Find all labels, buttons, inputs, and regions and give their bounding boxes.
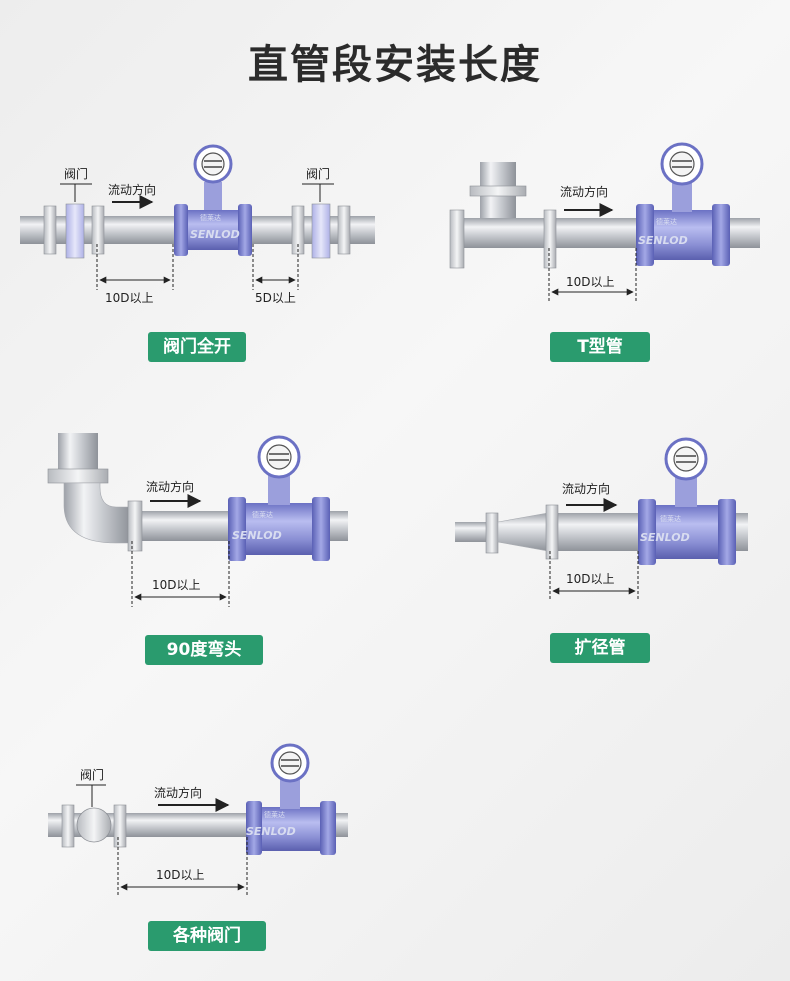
- valve-label: 阀门: [64, 166, 88, 181]
- flow-direction-label: 流动方向: [560, 184, 608, 199]
- dimension-label-10d: 10D以上: [156, 868, 205, 882]
- dimension-label-10d: 10D以上: [566, 572, 615, 586]
- valve-body: [311, 203, 331, 259]
- reducer-taper: [497, 512, 549, 552]
- badge-valve-full-open: 阀门全开: [148, 332, 246, 362]
- flange: [127, 500, 143, 552]
- flange: [485, 512, 499, 554]
- dimension-label-10d: 10D以上: [105, 291, 154, 305]
- brand-logo-cn: 德莱达: [252, 510, 273, 519]
- dimension-label-10d: 10D以上: [566, 275, 615, 289]
- flange: [543, 209, 557, 269]
- flow-meter: SENLOD 德莱达: [246, 743, 336, 855]
- brand-logo: SENLOD: [232, 529, 282, 542]
- flow-direction-label: 流动方向: [108, 182, 156, 197]
- elbow-riser: [58, 433, 98, 469]
- brand-logo-cn: 德莱达: [660, 514, 681, 523]
- brand-logo-cn: 德莱达: [656, 217, 677, 226]
- brand-logo: SENLOD: [246, 825, 296, 838]
- flange: [449, 209, 465, 269]
- flange: [545, 504, 559, 560]
- flange: [61, 804, 75, 848]
- flange: [337, 205, 351, 255]
- valve-label: 阀门: [80, 767, 104, 782]
- flange: [113, 804, 127, 848]
- flow-meter: SENLOD 德莱达: [174, 144, 252, 256]
- ball-valve: [76, 807, 112, 843]
- badge-expander: 扩径管: [550, 633, 650, 663]
- panel-t-pipe: SENLOD 德莱达 流动方向 10D以上 T型管: [400, 140, 790, 370]
- flow-direction-label: 流动方向: [154, 785, 202, 800]
- panel-valve-full-open: SENLOD 德莱达 阀门 阀门 流动方向 10D以上 5D以上 阀门全开: [0, 140, 400, 370]
- flange: [43, 205, 57, 255]
- badge-elbow-90: 90度弯头: [145, 635, 263, 665]
- dimension-label-10d: 10D以上: [152, 578, 201, 592]
- brand-logo-cn: 德莱达: [264, 810, 285, 819]
- flange: [91, 205, 105, 255]
- panel-various-valves: SENLOD 德莱达 阀门 流动方向 10D以上 各种阀门: [0, 735, 400, 970]
- brand-logo: SENLOD: [190, 228, 240, 241]
- flow-direction-label: 流动方向: [562, 481, 610, 496]
- elbow: [63, 482, 131, 544]
- flow-meter: SENLOD 德莱达: [228, 435, 330, 561]
- panel-expander: SENLOD 德莱达 流动方向 10D以上 扩径管: [400, 425, 790, 670]
- brand-logo-cn: 德莱达: [200, 213, 221, 222]
- flange: [47, 468, 109, 484]
- badge-t-pipe: T型管: [550, 332, 650, 362]
- badge-various-valves: 各种阀门: [148, 921, 266, 951]
- panel-elbow-90: SENLOD 德莱达 流动方向 10D以上 90度弯头: [0, 425, 400, 670]
- valve-label: 阀门: [306, 166, 330, 181]
- dimension-label-5d: 5D以上: [255, 291, 296, 305]
- flow-direction-label: 流动方向: [146, 479, 194, 494]
- valve-body: [65, 203, 85, 259]
- flow-meter: SENLOD 德莱达: [638, 437, 736, 565]
- brand-logo: SENLOD: [638, 234, 688, 247]
- brand-logo: SENLOD: [640, 531, 690, 544]
- flow-meter: SENLOD 德莱达: [636, 142, 730, 266]
- page-title: 直管段安装长度: [248, 42, 542, 88]
